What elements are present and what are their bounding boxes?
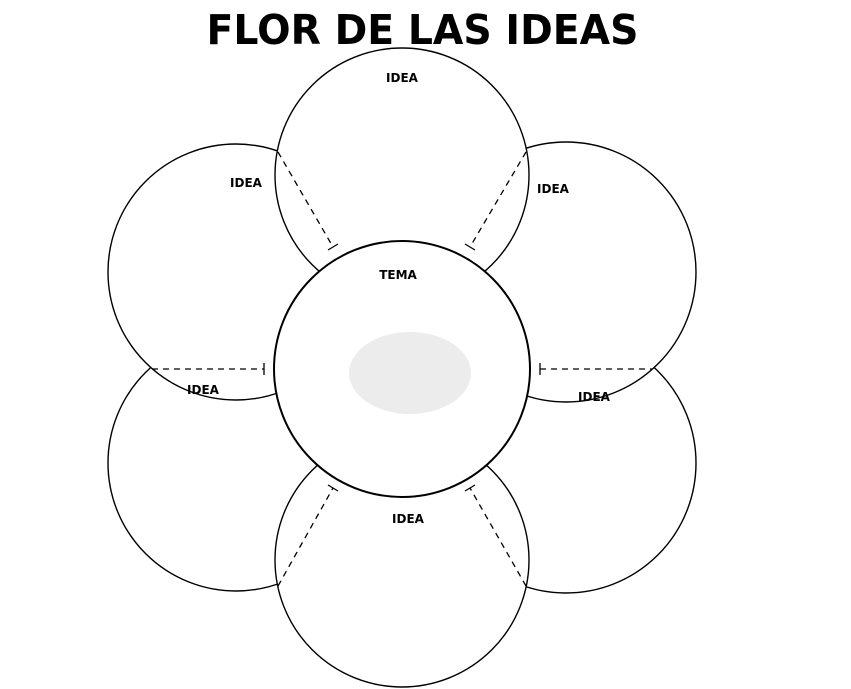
connector-bottom-right [469, 487, 527, 587]
petal-top-label: IDEA [386, 71, 419, 85]
connector-top-left-tick [327, 243, 339, 251]
connector-bottom-right-tick [464, 484, 476, 492]
connector-bottom-left-tick [327, 484, 339, 492]
petal-middle-left-label: IDEA [230, 176, 263, 190]
connector-top-left [277, 151, 334, 248]
petal-bottom-right-label: IDEA [578, 390, 611, 404]
connector-top-right [469, 151, 527, 248]
petal-middle-right-label: IDEA [537, 182, 570, 196]
connector-bottom-left [277, 487, 334, 587]
center-label: TEMA [379, 268, 417, 282]
center-oval [349, 332, 471, 414]
connectors [152, 151, 652, 587]
connector-top-right-tick [464, 243, 476, 251]
petal-bottom-label: IDEA [392, 512, 425, 526]
page-title: FLOR DE LAS IDEAS [206, 6, 639, 54]
petal-bottom-left-label: IDEA [187, 383, 220, 397]
